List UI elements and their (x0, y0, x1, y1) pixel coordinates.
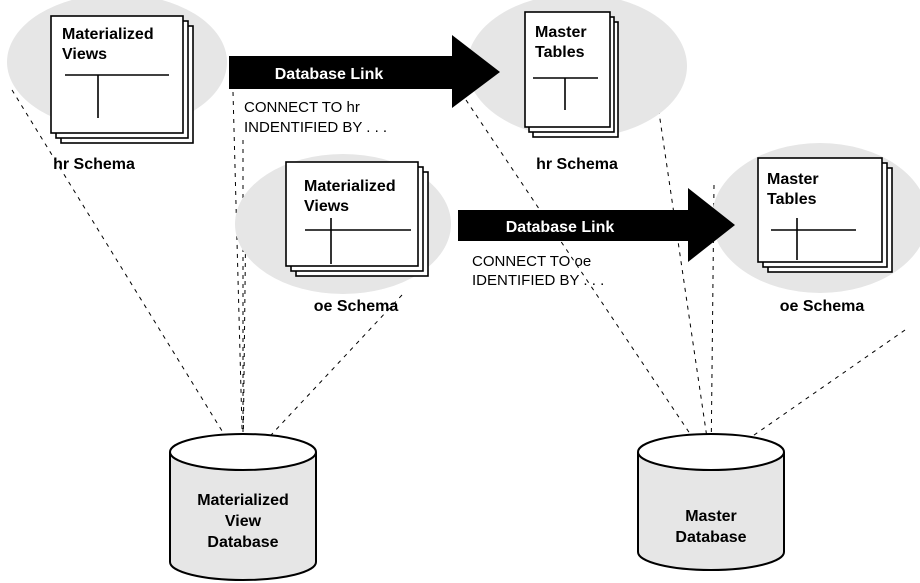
document-stack-icon (524, 11, 619, 138)
hr-schema-label-left: hr Schema (53, 156, 135, 173)
oe-master-tables-title-line2: Tables (767, 191, 817, 208)
hr-master-tables-title-line1: Master (535, 24, 587, 41)
database-link-hr-connect: CONNECT TO hr (244, 99, 360, 116)
database-link-hr-label: Database Link (275, 66, 384, 83)
database-link-oe-connect: CONNECT TO oe (472, 253, 591, 270)
database-link-oe: Database Link CONNECT TO oe IDENTIFIED B… (458, 188, 735, 289)
hr-master-tables-group: Master Tables hr Schema (467, 0, 687, 173)
mv-database-label-line3: Database (207, 534, 278, 551)
hr-materialized-views-group: Materialized Views hr Schema (7, 0, 227, 173)
document-stack-icon (50, 15, 194, 144)
database-link-oe-label: Database Link (506, 219, 615, 236)
database-link-hr-identified: INDENTIFIED BY . . . (244, 119, 387, 136)
master-database-label-line1: Master (685, 508, 737, 525)
oe-materialized-views-group: Materialized Views oe Schema (235, 154, 451, 315)
database-cylinder-icon (169, 433, 317, 581)
oe-schema-label-left: oe Schema (314, 298, 399, 315)
oe-master-tables-group: Master Tables oe Schema (712, 143, 920, 315)
hr-schema-label-right: hr Schema (536, 156, 618, 173)
materialized-view-database: Materialized View Database (169, 433, 317, 581)
oe-master-tables-title-line1: Master (767, 171, 819, 188)
document-stack-icon (285, 161, 429, 277)
master-database: Master Database (637, 433, 785, 571)
right-arrow-icon (229, 35, 500, 108)
hr-materialized-views-title-line1: Materialized (62, 26, 154, 43)
oe-materialized-views-title-line1: Materialized (304, 178, 396, 195)
hr-master-tables-title-line2: Tables (535, 44, 585, 61)
database-link-hr: Database Link CONNECT TO hr INDENTIFIED … (229, 35, 500, 136)
right-arrow-icon (458, 188, 735, 262)
hr-materialized-views-title-line2: Views (62, 46, 107, 63)
database-cylinder-icon (637, 433, 785, 571)
document-stack-icon (757, 157, 893, 273)
oe-materialized-views-title-line2: Views (304, 198, 349, 215)
mv-database-label-line1: Materialized (197, 492, 289, 509)
oe-schema-label-right: oe Schema (780, 298, 865, 315)
database-link-oe-identified: IDENTIFIED BY . . . (472, 272, 604, 289)
mv-database-label-line2: View (225, 513, 262, 530)
master-database-label-line2: Database (675, 529, 746, 546)
